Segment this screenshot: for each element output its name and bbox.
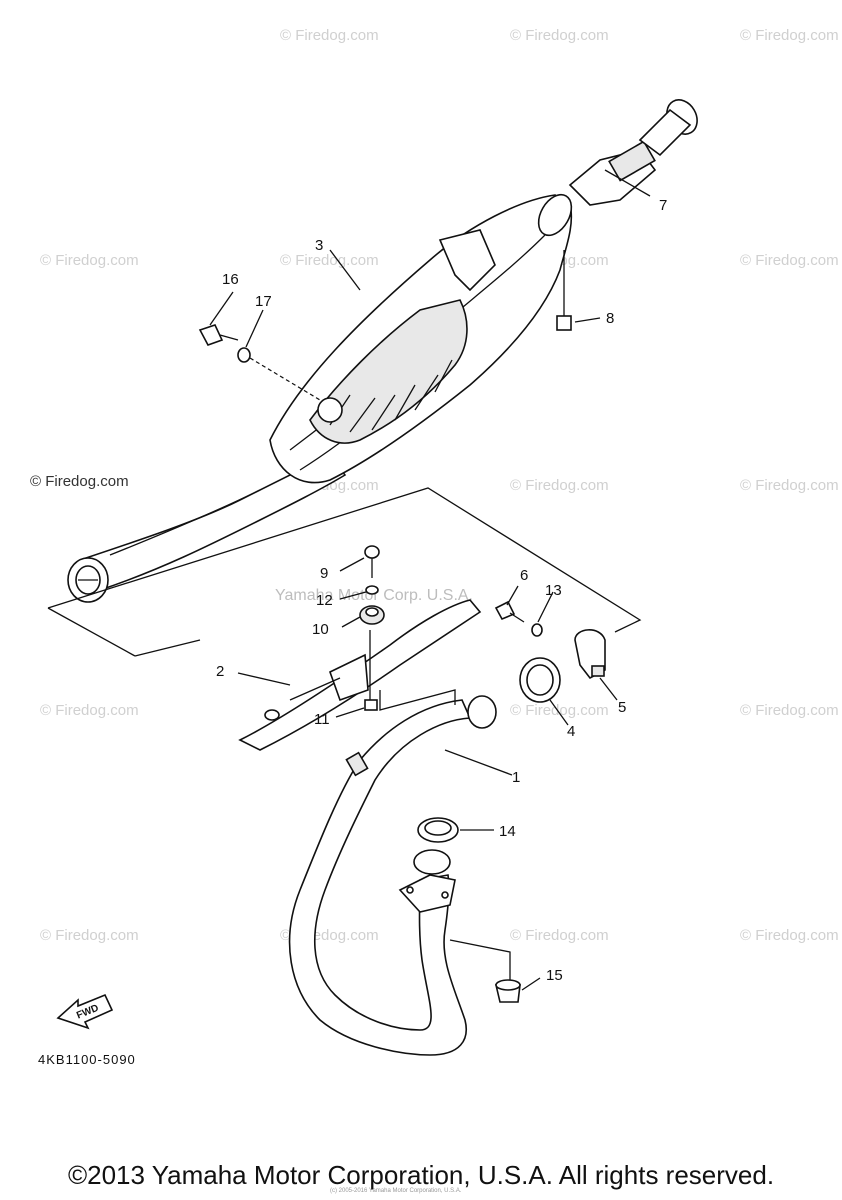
diagram-code: 4KB1100-5090	[38, 1052, 136, 1067]
watermark-text: © Firedog.com	[510, 702, 609, 719]
part-7-spark-arrester	[568, 99, 698, 206]
part-17-washer	[237, 347, 251, 363]
callout-14: 14	[499, 823, 516, 840]
watermark-text: © Firedog.com	[40, 927, 139, 944]
callout-labels: 1 2 3 4 5 6 7 8 9 10 11 12 13 14 15 16 1…	[216, 197, 667, 984]
watermark-text: © Firedog.com	[740, 702, 839, 719]
watermark-text: © Firedog.com	[740, 27, 839, 44]
watermark-text: © Firedog.com	[740, 477, 839, 494]
callout-2: 2	[216, 663, 224, 680]
watermark-text: © Firedog.com	[280, 27, 379, 44]
callout-10: 10	[312, 621, 329, 638]
part-16-bolt	[198, 324, 239, 346]
callout-11: 11	[314, 711, 330, 728]
callout-6: 6	[520, 567, 528, 584]
firedog-mark: © Firedog.com	[30, 473, 129, 490]
part-9-bolt	[364, 545, 380, 578]
watermark-text: © Firedog.com	[510, 27, 609, 44]
callout-5: 5	[618, 699, 626, 716]
part-2-bracket	[238, 599, 482, 751]
watermark-text: © Firedog.com	[510, 477, 609, 494]
watermark-center-text: Yamaha Motor Corp. U.S.A.	[275, 587, 473, 604]
callout-3: 3	[315, 237, 323, 254]
part-14-gasket	[417, 817, 459, 843]
part-10-damper	[359, 605, 385, 625]
callout-1: 1	[512, 769, 520, 786]
muffler-assembly	[67, 99, 698, 603]
callout-7: 7	[659, 197, 667, 214]
part-4-gasket	[519, 657, 561, 703]
watermark-layer: © Firedog.com © Firedog.com © Firedog.co…	[40, 27, 839, 944]
part-1-exhaust-pipe	[288, 695, 497, 1056]
watermark-text: © Firedog.com	[510, 927, 609, 944]
watermark-text: © Firedog.com	[280, 252, 379, 269]
callout-13: 13	[545, 582, 562, 599]
part-15-nut	[494, 979, 521, 1003]
callout-4: 4	[567, 723, 575, 740]
callout-17: 17	[255, 293, 272, 310]
watermark-text: © Firedog.com	[40, 702, 139, 719]
faint-credit: (c) 2005-2016 Yamaha Motor Corporation, …	[330, 1188, 462, 1194]
callout-8: 8	[606, 310, 614, 327]
watermark-text: © Firedog.com	[740, 252, 839, 269]
copyright-footer: ©2013 Yamaha Motor Corporation, U.S.A. A…	[67, 1160, 775, 1190]
part-5-clamp	[574, 629, 606, 680]
callout-9: 9	[320, 565, 328, 582]
part-8-bolt	[556, 250, 572, 331]
watermark-text: © Firedog.com	[40, 252, 139, 269]
callout-15: 15	[546, 967, 563, 984]
part-6-bolt	[494, 600, 525, 623]
callout-12: 12	[316, 592, 333, 609]
part-12-collar	[365, 585, 379, 595]
callout-16: 16	[222, 271, 239, 288]
fwd-arrow-icon: FWD	[56, 993, 114, 1030]
group-frame	[47, 487, 642, 657]
firedog-logo: © Firedog.com	[30, 473, 129, 490]
part-13-washer	[531, 623, 543, 637]
part-11-nut	[364, 699, 378, 711]
leader-lines	[209, 169, 651, 991]
watermark-text: © Firedog.com	[740, 927, 839, 944]
